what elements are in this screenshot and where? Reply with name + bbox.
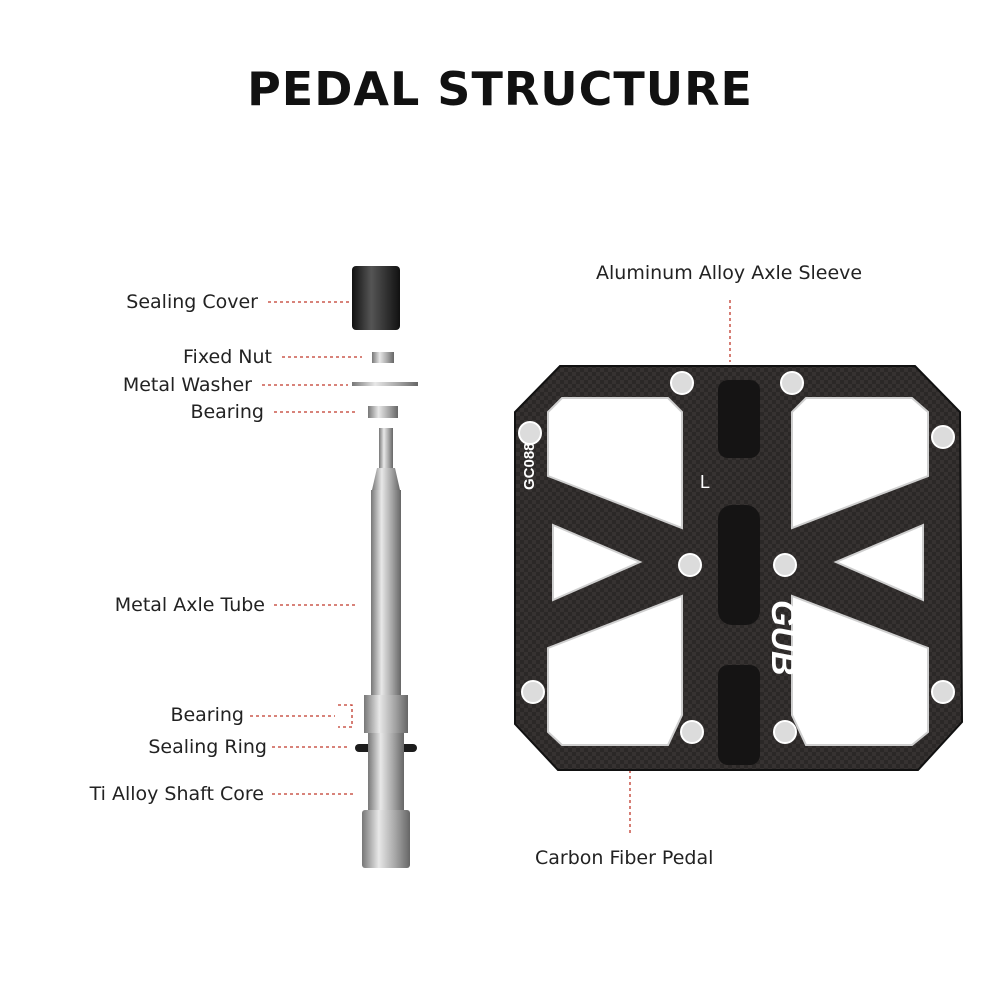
label-ti-alloy-shaft-core: Ti Alloy Shaft Core bbox=[89, 783, 264, 805]
side-marking: L bbox=[700, 472, 710, 492]
bearing-bottom bbox=[364, 695, 408, 733]
leader-lines bbox=[250, 300, 731, 836]
label-sealing-ring: Sealing Ring bbox=[148, 736, 267, 758]
label-metal-axle-tube: Metal Axle Tube bbox=[114, 594, 265, 616]
label-bearing-bottom: Bearing bbox=[170, 704, 244, 726]
axle-taper bbox=[372, 468, 400, 490]
axle-assembly bbox=[352, 266, 418, 868]
shaft-thread-top bbox=[379, 428, 393, 468]
pins bbox=[518, 371, 955, 744]
model-marking: GC088 bbox=[521, 442, 538, 490]
label-metal-washer: Metal Washer bbox=[122, 374, 252, 396]
bearing-top bbox=[368, 406, 398, 418]
label-axle-sleeve: Aluminum Alloy Axle Sleeve bbox=[596, 262, 863, 284]
label-bearing-top: Bearing bbox=[190, 401, 264, 423]
shaft-body bbox=[368, 733, 404, 810]
label-sealing-cover: Sealing Cover bbox=[126, 291, 258, 313]
shaft-thread-bottom bbox=[362, 810, 410, 868]
label-fixed-nut: Fixed Nut bbox=[183, 346, 272, 368]
page-title: PEDAL STRUCTURE bbox=[247, 62, 753, 116]
label-carbon-pedal: Carbon Fiber Pedal bbox=[535, 847, 714, 869]
carbon-fiber-pedal: GC088 L GUB bbox=[514, 365, 964, 771]
metal-axle-tube bbox=[371, 490, 401, 695]
brand-logo: GUB bbox=[764, 600, 802, 676]
metal-washer bbox=[352, 382, 418, 386]
sealing-cover bbox=[352, 266, 400, 330]
fixed-nut bbox=[372, 352, 394, 363]
